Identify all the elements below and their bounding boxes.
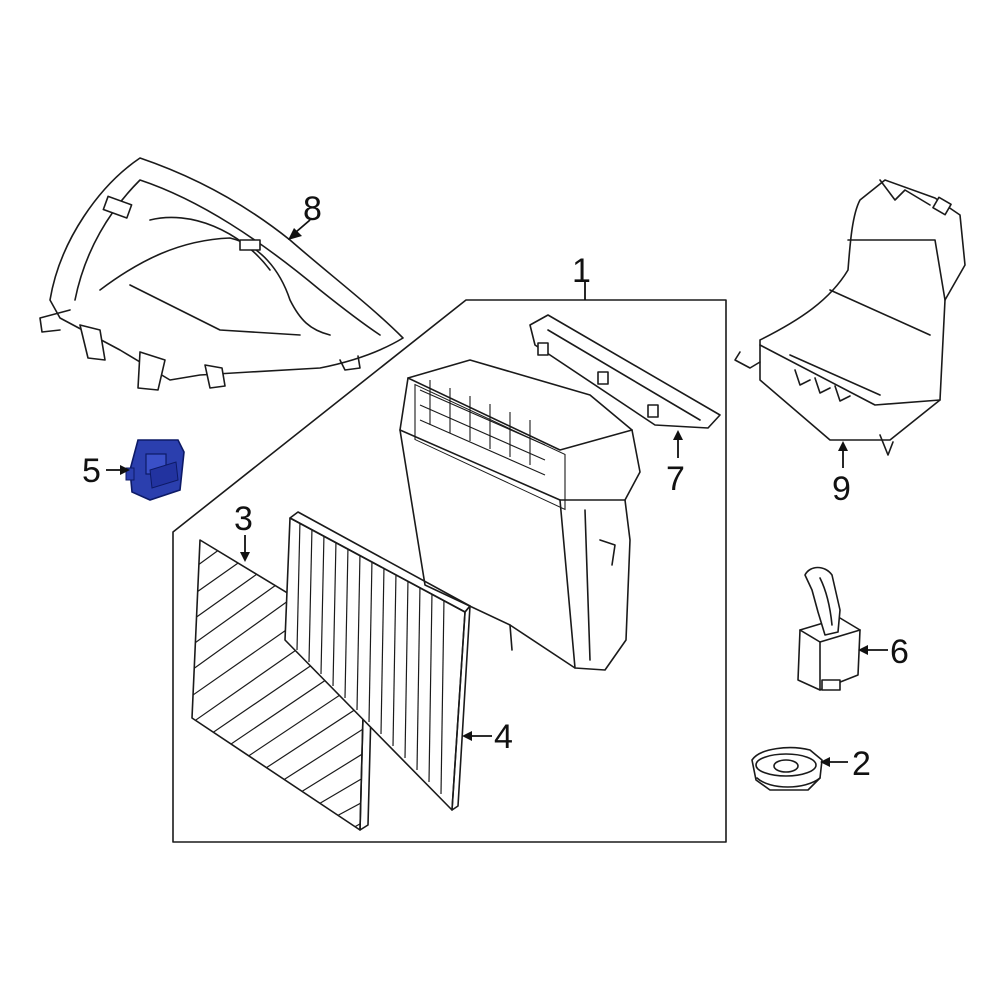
part-6-sensor-module: [797, 566, 861, 691]
callout-2: 2: [852, 745, 871, 783]
callout-9: 9: [832, 470, 851, 508]
part-7-bracket: [529, 314, 721, 429]
part-4-pleats: [296, 519, 445, 795]
callout-3: 3: [234, 500, 253, 538]
part-5-highlighted-component: [125, 439, 185, 501]
callout-4: 4: [494, 718, 513, 756]
part-1-main-housing: [399, 359, 641, 671]
part-9-air-duct: [734, 179, 966, 456]
callout-7: 7: [666, 460, 685, 498]
callout-8: 8: [303, 190, 322, 228]
callout-leaders: [106, 219, 888, 767]
part-8-upper-housing: [39, 157, 404, 391]
part-4-filter-vertical: [284, 511, 471, 811]
part-2-grommet: [751, 746, 823, 791]
callout-labels: 1 2 3 4 5 6 7 8 9: [82, 190, 909, 783]
callout-5: 5: [82, 452, 101, 490]
callout-6: 6: [890, 633, 909, 671]
callout-1: 1: [572, 252, 591, 290]
assembly-frame: [172, 299, 727, 843]
